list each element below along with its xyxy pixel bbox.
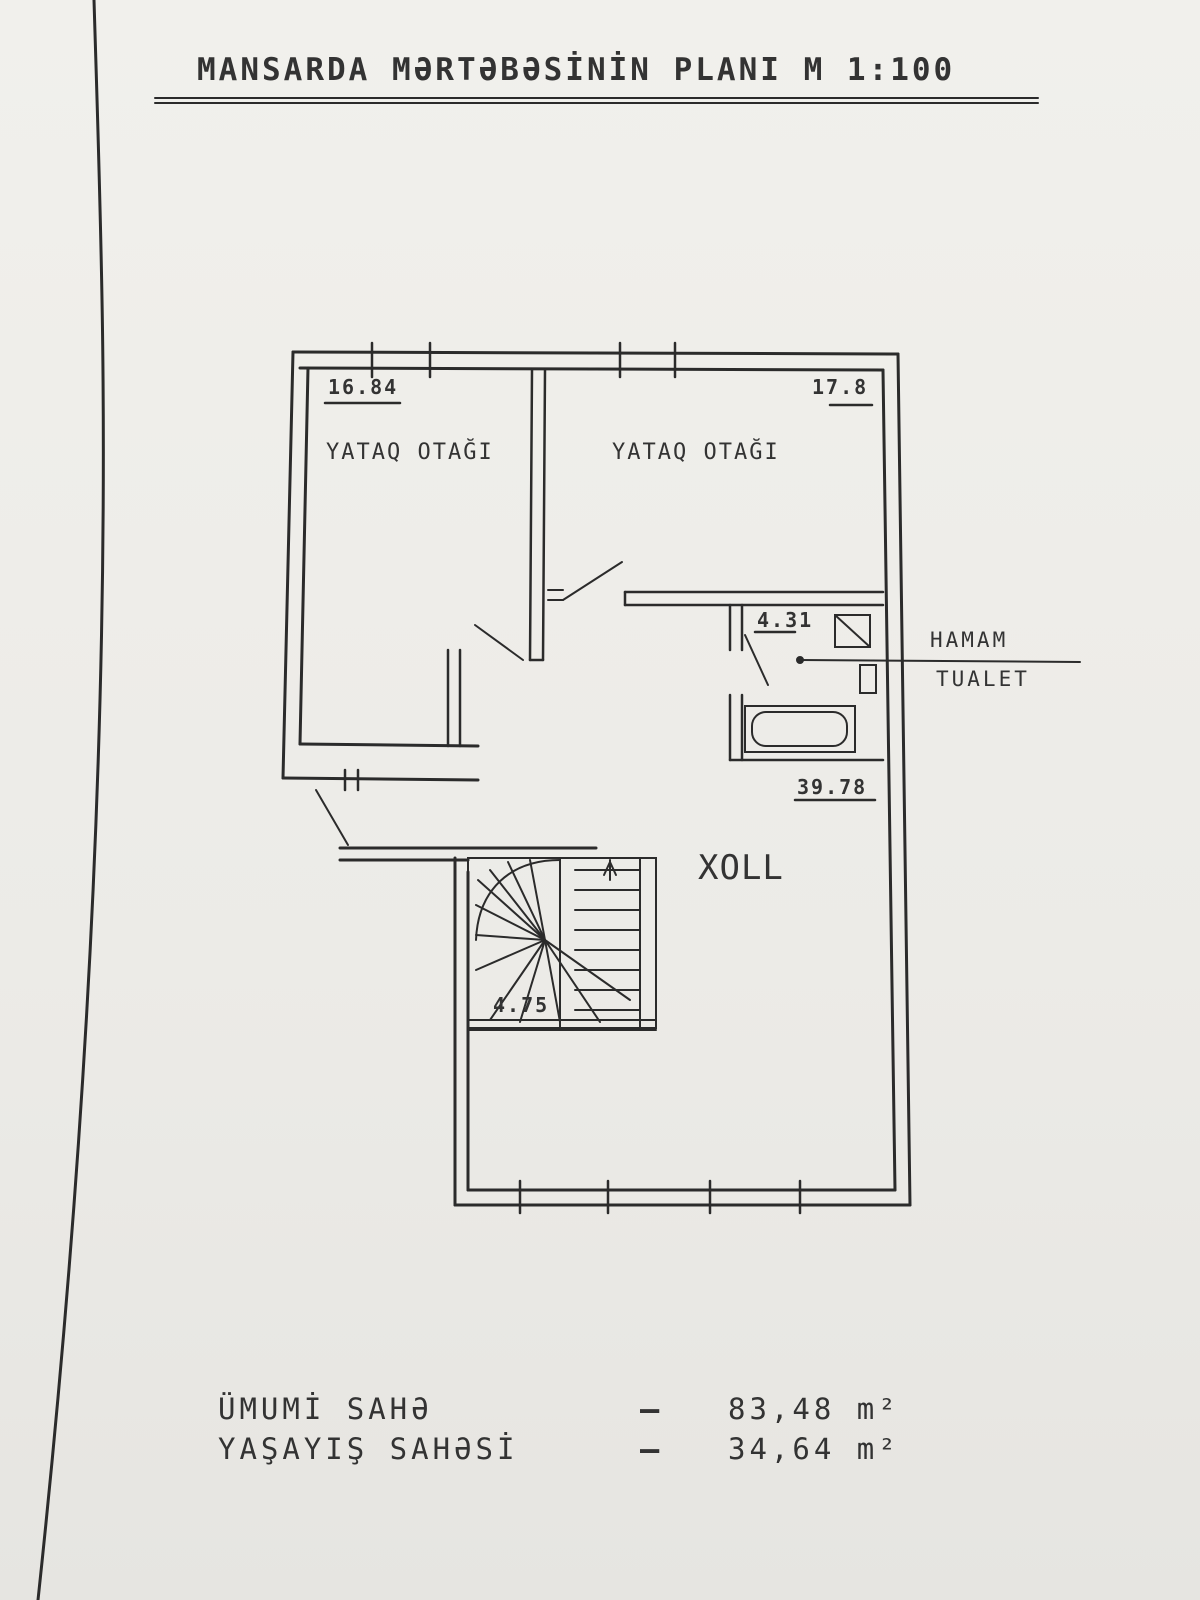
hall-area: 39.78	[797, 775, 868, 799]
margin-line	[36, 0, 105, 1600]
living-area-separator: –	[640, 1430, 662, 1468]
bedroom-right-area: 17.8	[812, 375, 869, 399]
living-area-label: YAŞAYIŞ SAHƏSİ	[218, 1432, 519, 1466]
staircase	[467, 857, 657, 1031]
hall-label: XOLL	[698, 848, 784, 888]
total-area-label: ÜMUMİ SAHƏ	[218, 1392, 433, 1426]
window-marks	[343, 341, 802, 1215]
door-swings	[315, 561, 769, 846]
bedroom-left-label: YATAQ OTAĞI	[326, 440, 494, 465]
total-area-separator: –	[640, 1390, 662, 1428]
bathroom-label: HAMAM	[930, 628, 1009, 652]
page-title: MANSARDA MƏRTƏBƏSİNİN PLANI M 1:100	[197, 52, 956, 88]
stairs-area: 4.75	[493, 993, 550, 1017]
bathroom-fixtures	[744, 614, 1081, 753]
bedroom-left-area: 16.84	[328, 375, 399, 399]
living-area-value: 34,64 m²	[728, 1432, 900, 1466]
bedroom-right-label: YATAQ OTAĞI	[612, 440, 780, 465]
toilet-label: TUALET	[936, 667, 1030, 691]
bathroom-area: 4.31	[757, 608, 814, 632]
area-underlines	[323, 401, 877, 802]
outer-walls	[281, 350, 912, 1207]
total-area-value: 83,48 m²	[728, 1392, 900, 1426]
interior-walls	[446, 368, 885, 762]
